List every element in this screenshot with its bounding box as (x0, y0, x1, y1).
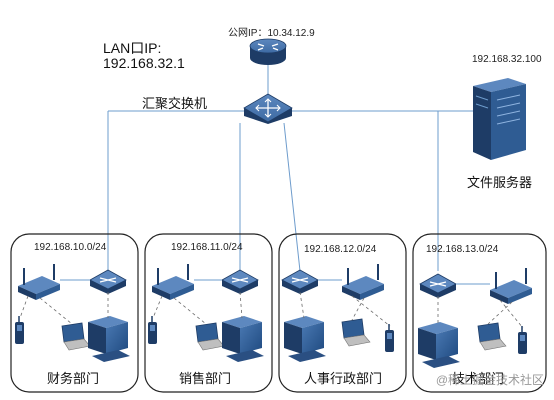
server-tower-icon (473, 78, 526, 160)
wifi-link-tech-laptop (487, 301, 513, 325)
core-switch-label: 汇聚交换机 (142, 96, 208, 111)
dept-box-hr (278, 233, 407, 393)
dept-name-finance: 财务部门 (47, 371, 100, 386)
laptop-icon (61, 322, 91, 351)
dept-subnet-tech: 192.168.13.0/24 (426, 244, 499, 255)
laptop-icon (341, 318, 371, 347)
lan-ip-value: 192.168.32.1 (103, 55, 185, 71)
link-to-hr (283, 122, 301, 272)
router-icon (249, 38, 287, 65)
wireless-router-icon (342, 264, 384, 300)
desktop-computer-icon (222, 316, 264, 362)
wifi-link-tech-phone (499, 299, 524, 329)
dept-name-hr: 人事行政部门 (304, 371, 383, 386)
dept-box-finance (10, 233, 139, 393)
backbone-links (107, 64, 473, 272)
desktop-computer-icon (284, 316, 326, 362)
switch-icon (89, 269, 127, 294)
mobile-phone-icon (518, 326, 527, 354)
file-server-name: 文件服务器 (467, 175, 533, 190)
wifi-link-hr-laptop (351, 297, 365, 321)
switch-icon (221, 269, 259, 294)
lan-link-sales-desktop (239, 291, 243, 319)
wireless-router-icon (152, 264, 194, 300)
department-devices (15, 264, 532, 368)
wifi-link-sales-phone (152, 295, 163, 319)
lan-ip-label: LAN口IP: (103, 40, 162, 56)
wifi-link-finance-phone (19, 295, 29, 319)
dept-name-sales: 销售部门 (179, 371, 232, 386)
lan-link-hr-desktop (299, 291, 305, 319)
mobile-phone-icon (15, 316, 24, 344)
watermark: @稀土掘金技术社区 (435, 373, 544, 387)
laptop-icon (195, 322, 225, 351)
public-ip-label: 公网IP：10.34.12.9 (228, 28, 315, 39)
wireless-router-icon (490, 268, 532, 304)
wifi-link-sales-laptop (173, 297, 207, 325)
wifi-link-finance-laptop (39, 297, 73, 325)
wifi-link-hr-phone (351, 295, 391, 327)
wireless-router-icon (18, 264, 60, 300)
switch-icon (281, 269, 319, 294)
dept-subnet-finance: 192.168.10.0/24 (34, 242, 107, 253)
department-boxes (10, 233, 547, 393)
dept-subnet-sales: 192.168.11.0/24 (171, 242, 243, 253)
dept-name-tech: 技术部门 (452, 371, 505, 386)
desktop-computer-icon (418, 322, 460, 368)
file-server-ip: 192.168.32.100 (472, 54, 542, 65)
dept-subnet-hr: 192.168.12.0/24 (304, 244, 377, 255)
switch-icon (419, 273, 457, 298)
mobile-phone-icon (385, 324, 394, 352)
core-switch-icon (243, 93, 293, 124)
laptop-icon (477, 322, 507, 351)
desktop-computer-icon (88, 316, 130, 362)
dept-box-sales (144, 233, 273, 393)
dept-box-tech (412, 233, 547, 393)
mobile-phone-icon (148, 316, 157, 344)
